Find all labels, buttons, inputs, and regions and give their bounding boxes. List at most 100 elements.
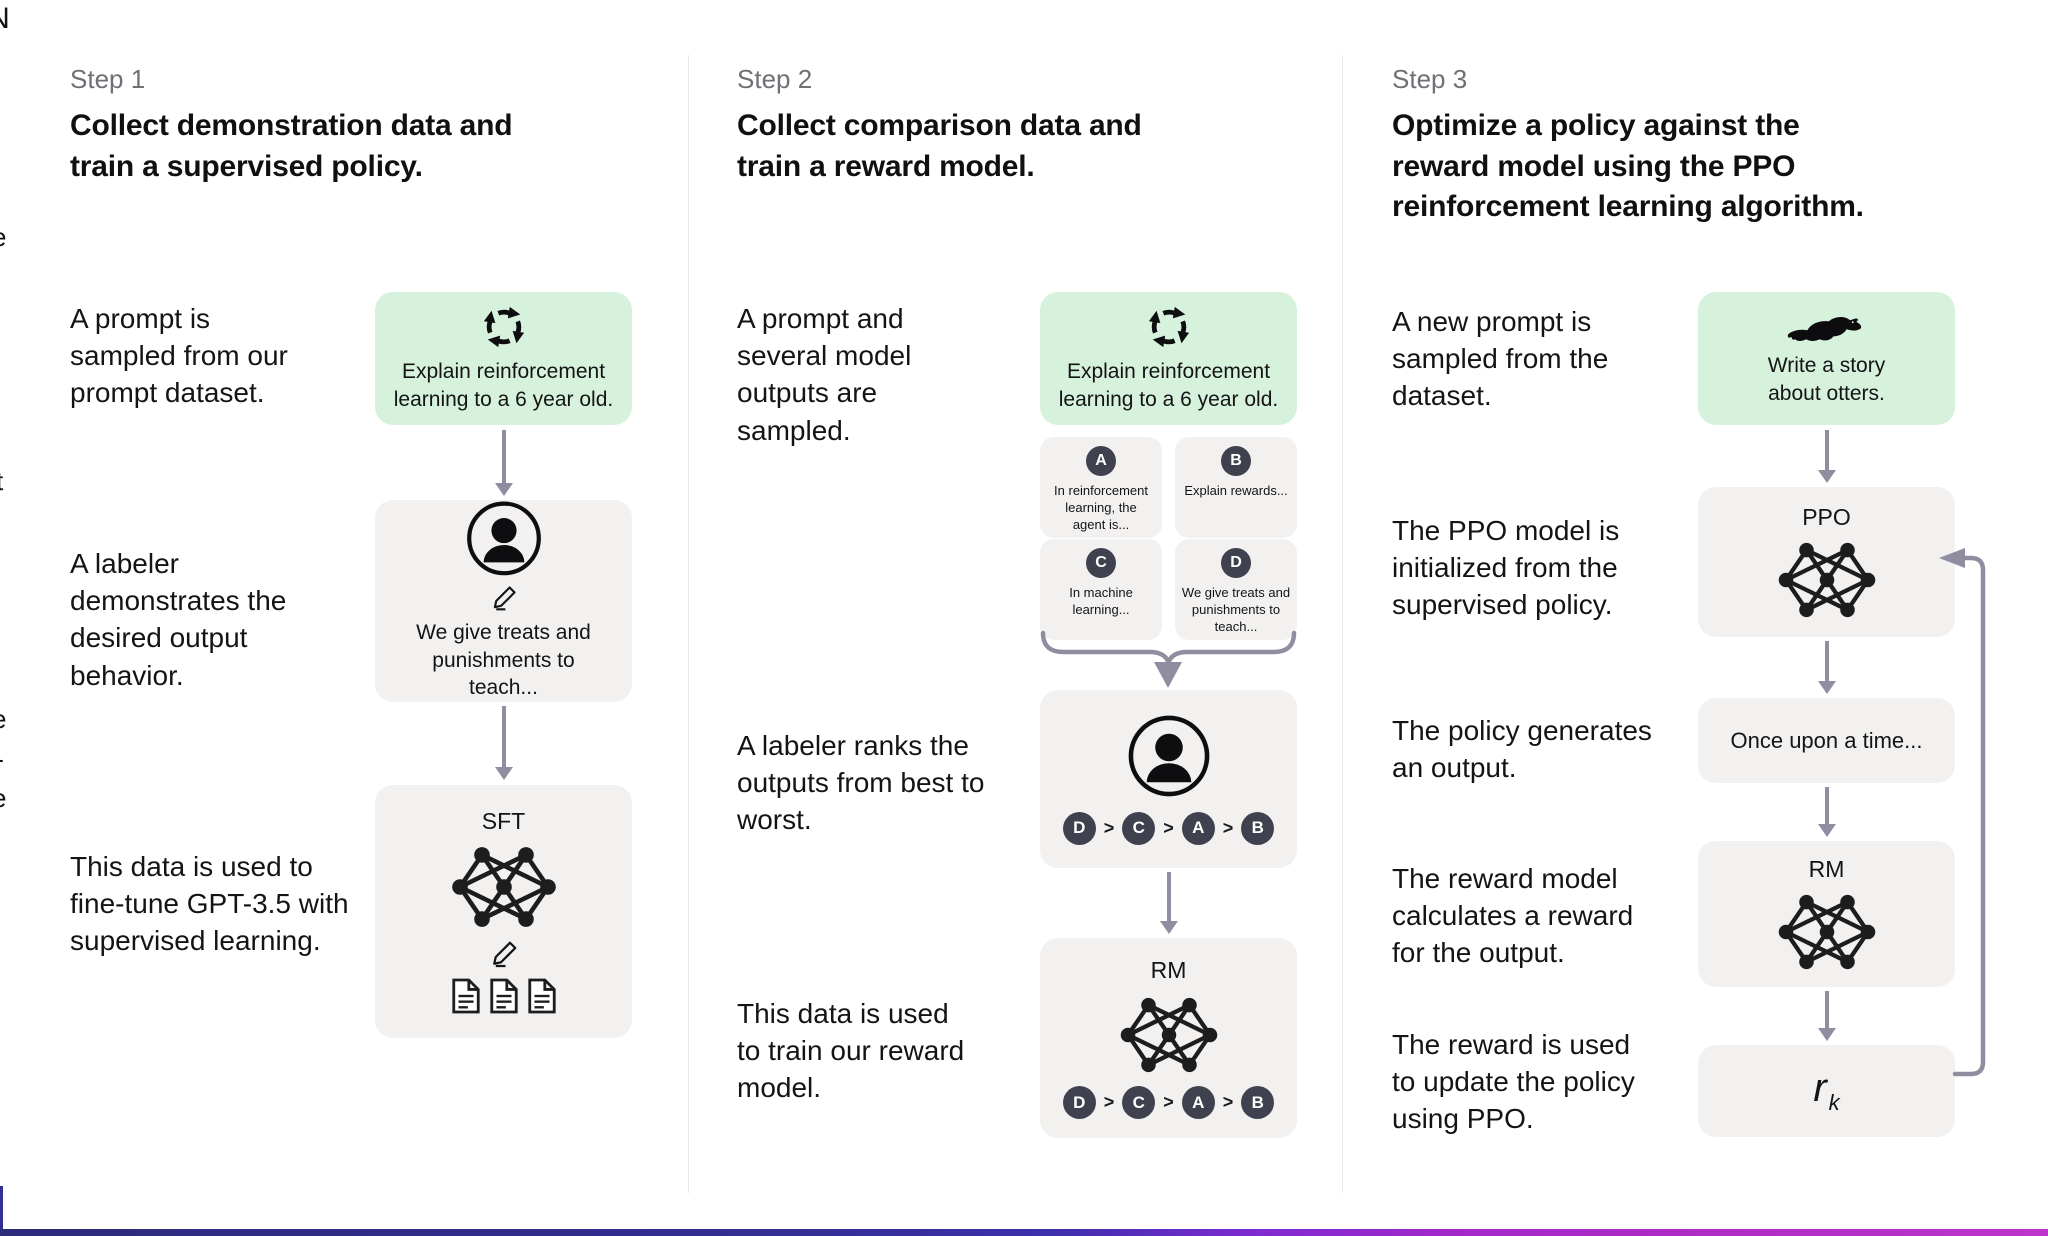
step3-prompt-text: Write a story about otters. bbox=[1767, 354, 1886, 405]
rank-badge: D bbox=[1062, 1086, 1096, 1119]
step3-output-box: Once upon a time... bbox=[1698, 698, 1955, 783]
step1-title: Collect demonstration data and train a s… bbox=[70, 109, 513, 183]
left-edge-cropped-text: - bbox=[0, 744, 9, 775]
arrow-down-icon bbox=[375, 430, 632, 496]
output-card-b: B Explain rewards... bbox=[1175, 437, 1297, 538]
step3-title: Optimize a policy against the reward mod… bbox=[1392, 109, 1864, 223]
step2-label: Step 2 bbox=[737, 64, 813, 94]
output-card-c: C In machine learning... bbox=[1040, 539, 1162, 640]
neural-network-icon bbox=[1117, 994, 1221, 1076]
step3-label: Step 3 bbox=[1392, 64, 1468, 94]
output-text-d: We give treats and punishments to teach.… bbox=[1181, 585, 1291, 634]
labeler-person-icon bbox=[1127, 714, 1211, 798]
output-badge-c: C bbox=[1086, 548, 1116, 578]
left-edge-cropped-text: e bbox=[0, 704, 9, 735]
arrow-down-icon bbox=[375, 706, 632, 780]
rank-badge: A bbox=[1181, 1086, 1215, 1119]
step3-rm-box: RM bbox=[1698, 841, 1955, 987]
rank-separator: > bbox=[1222, 1092, 1234, 1112]
output-card-d: D We give treats and punishments to teac… bbox=[1175, 539, 1297, 640]
step2-title: Collect comparison data and train a rewa… bbox=[737, 109, 1142, 183]
step2-caption-labeler: A labeler ranks the outputs from best to… bbox=[737, 730, 985, 836]
labeler-person-icon bbox=[463, 500, 545, 577]
pencil-icon bbox=[489, 939, 519, 969]
step2-prompt-text: Explain reinforcement learning to a 6 ye… bbox=[1058, 359, 1279, 411]
step1-prompt-text: Explain reinforcement learning to a 6 ye… bbox=[393, 359, 614, 411]
neural-network-icon bbox=[1775, 891, 1879, 973]
step1-caption-prompt: A prompt is sampled from our prompt data… bbox=[70, 303, 288, 409]
step3-caption-output: The policy generates an output. bbox=[1392, 715, 1652, 784]
ranking-row: D > C > A > B bbox=[1062, 1086, 1275, 1119]
rank-badge: D bbox=[1062, 811, 1096, 845]
ranking-row: D > C > A > B bbox=[1062, 811, 1275, 845]
ppo-model-label: PPO bbox=[1802, 503, 1851, 530]
rm-model-label: RM bbox=[1150, 957, 1187, 983]
arrow-down-icon bbox=[1154, 662, 1182, 688]
rank-separator: > bbox=[1103, 817, 1115, 838]
left-edge-cropped-text: e bbox=[0, 783, 9, 814]
reward-value: rk bbox=[1813, 1066, 1839, 1116]
rank-separator: > bbox=[1222, 817, 1234, 838]
arrow-down-icon bbox=[1698, 641, 1955, 694]
neural-network-icon bbox=[1775, 539, 1879, 621]
rank-badge: C bbox=[1122, 1086, 1156, 1119]
step3-output-text: Once upon a time... bbox=[1730, 727, 1923, 753]
otter-icon bbox=[1785, 309, 1869, 346]
arrow-down-icon bbox=[1698, 991, 1955, 1041]
step2-caption-prompt: A prompt and several model outputs are s… bbox=[737, 303, 912, 446]
arrow-down-icon bbox=[1040, 872, 1297, 934]
step1-labeler-text: We give treats and punishments to teach.… bbox=[416, 620, 591, 700]
rank-badge: A bbox=[1181, 811, 1215, 845]
output-text-c: In machine learning... bbox=[1069, 585, 1133, 617]
pencil-icon bbox=[489, 584, 519, 612]
page-left-accent-line bbox=[0, 1186, 3, 1236]
step3-ppo-box: PPO bbox=[1698, 487, 1955, 637]
left-edge-cropped-text: t bbox=[0, 466, 9, 497]
step1-prompt-box: Explain reinforcement learning to a 6 ye… bbox=[375, 292, 632, 425]
step1-caption-data: This data is used to fine-tune GPT-3.5 w… bbox=[70, 851, 349, 957]
rank-badge: C bbox=[1122, 811, 1156, 845]
step2-rm-box: RM D > C > A > B bbox=[1040, 938, 1297, 1138]
left-edge-cropped-text: N bbox=[0, 2, 9, 36]
rank-separator: > bbox=[1163, 1092, 1174, 1112]
step1-sft-box: SFT bbox=[375, 785, 632, 1038]
arrow-down-icon bbox=[1698, 787, 1955, 837]
step3-caption-prompt: A new prompt is sampled from the dataset… bbox=[1392, 306, 1609, 412]
sft-model-label: SFT bbox=[481, 808, 526, 834]
rank-separator: > bbox=[1103, 1092, 1115, 1112]
output-badge-d: D bbox=[1221, 548, 1251, 578]
output-text-b: Explain rewards... bbox=[1184, 483, 1288, 498]
documents-icon bbox=[450, 977, 558, 1015]
step3-prompt-box: Write a story about otters. bbox=[1698, 292, 1955, 425]
left-edge-cropped-text: e bbox=[0, 222, 9, 253]
footer-gradient-bar bbox=[0, 1229, 2048, 1236]
cycle-icon bbox=[481, 304, 527, 350]
step2-labeler-box: D > C > A > B bbox=[1040, 690, 1297, 868]
column-divider-1 bbox=[688, 55, 689, 1193]
step1-labeler-box: We give treats and punishments to teach.… bbox=[375, 500, 632, 702]
rank-badge: B bbox=[1241, 1086, 1275, 1119]
arrow-down-icon bbox=[1698, 430, 1955, 483]
rank-separator: > bbox=[1163, 817, 1174, 838]
rm-model-label: RM bbox=[1808, 855, 1845, 882]
reward-symbol: r bbox=[1813, 1066, 1827, 1110]
step2-caption-data: This data is used to train our reward mo… bbox=[737, 998, 965, 1104]
output-text-a: In reinforcement learning, the agent is.… bbox=[1054, 483, 1148, 532]
step3-caption-update: The reward is used to update the policy … bbox=[1392, 1029, 1635, 1135]
column-divider-2 bbox=[1342, 55, 1343, 1193]
step3-reward-box: rk bbox=[1698, 1045, 1955, 1137]
step1-caption-labeler: A labeler demonstrates the desired outpu… bbox=[70, 548, 287, 691]
rank-badge: B bbox=[1241, 811, 1275, 845]
output-card-a: A In reinforcement learning, the agent i… bbox=[1040, 437, 1162, 538]
output-badge-a: A bbox=[1086, 446, 1116, 476]
step2-prompt-box: Explain reinforcement learning to a 6 ye… bbox=[1040, 292, 1297, 425]
output-badge-b: B bbox=[1221, 446, 1251, 476]
cycle-icon bbox=[1146, 304, 1192, 350]
step3-caption-init: The PPO model is initialized from the su… bbox=[1392, 515, 1620, 621]
neural-network-icon bbox=[448, 843, 560, 931]
curly-brace-icon bbox=[1040, 630, 1297, 664]
feedback-loop-arrow-icon bbox=[1939, 548, 1986, 1077]
step1-label: Step 1 bbox=[70, 64, 146, 94]
step3-caption-reward: The reward model calculates a reward for… bbox=[1392, 863, 1634, 969]
